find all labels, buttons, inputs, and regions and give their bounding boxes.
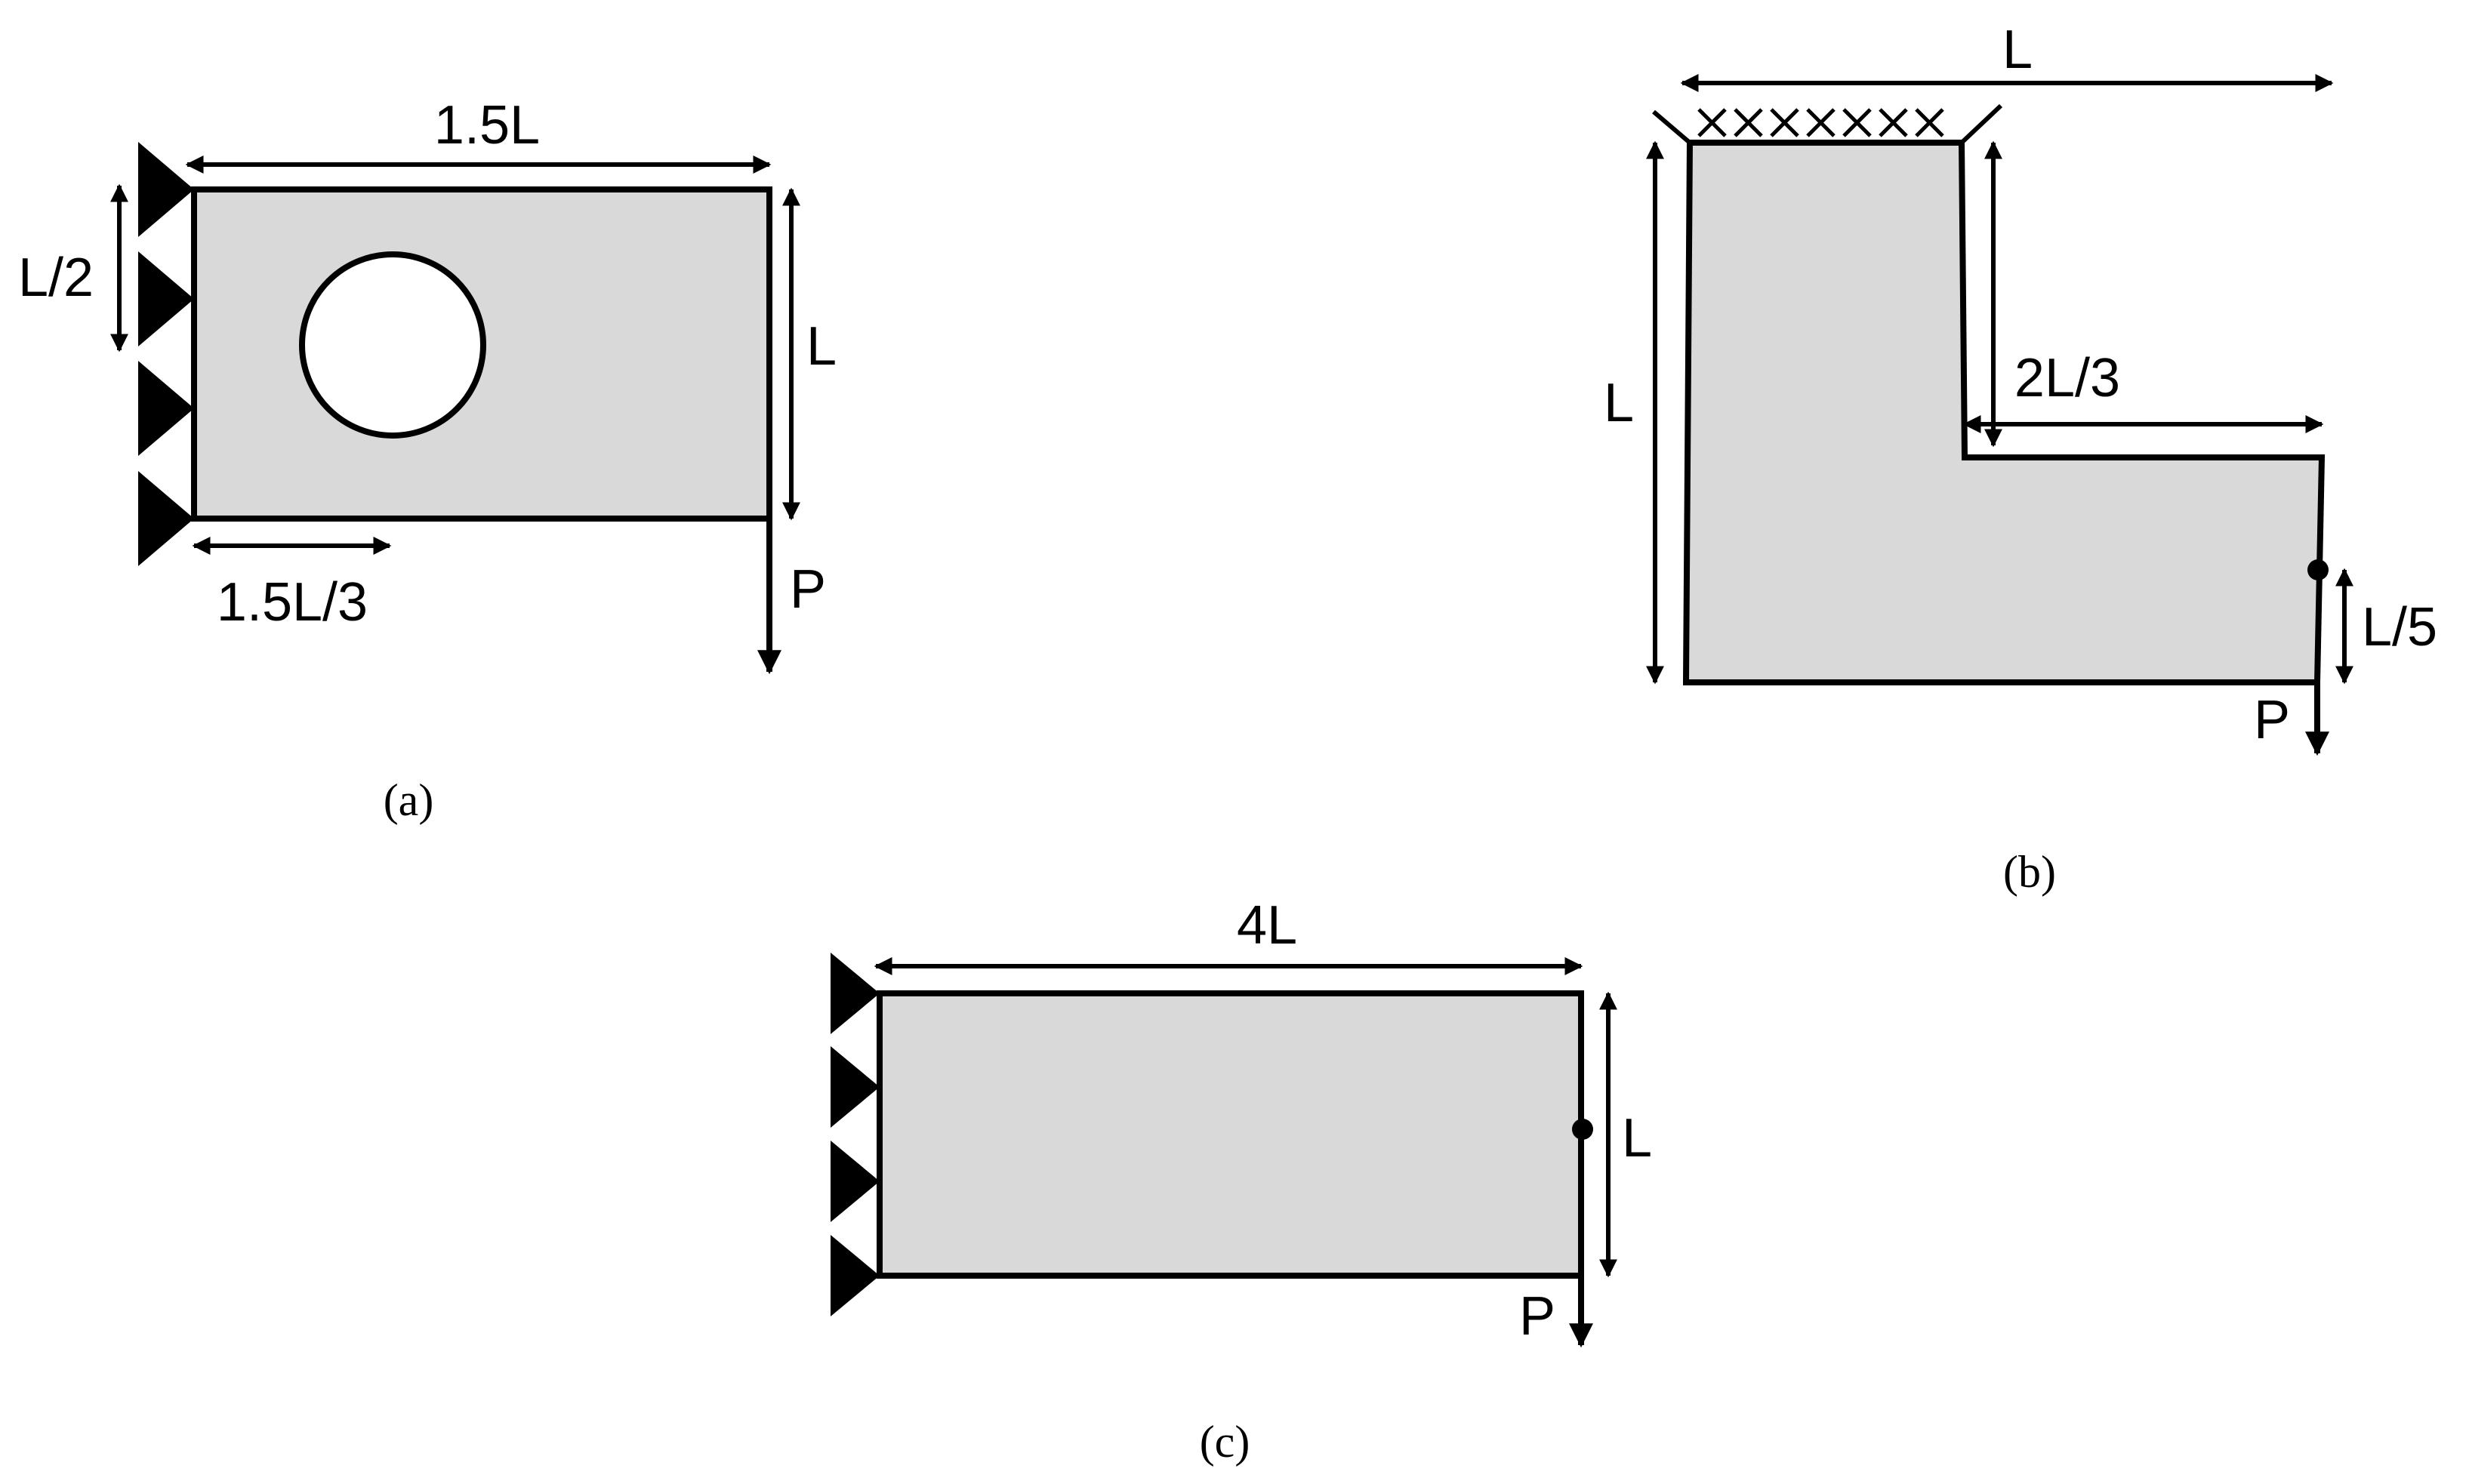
panel-b-height-label: L — [1604, 373, 1634, 433]
panel-c-width-label: 4L — [1237, 895, 1297, 956]
support-triangle-icon — [138, 361, 194, 456]
panel-a-hole-offset-label: 1.5L/3 — [217, 572, 368, 633]
panel-c-load-label: P — [1519, 1286, 1555, 1347]
panel-b-load-offset-label: L/5 — [2362, 597, 2437, 657]
panel-b-hatch-crosses — [1697, 108, 1944, 137]
panel-b-width-label: L — [2002, 20, 2033, 80]
panel-a-load-label: P — [790, 559, 826, 620]
hatch-line — [1652, 109, 1691, 145]
panel-a-height-label: L — [806, 316, 837, 377]
panel-b-clamped-edge — [1652, 103, 2003, 145]
panel-a-support-span-label: L/2 — [18, 248, 94, 308]
panel-c-fixed-supports — [831, 953, 880, 1316]
panel-b-load-point — [2307, 559, 2329, 580]
panel-c-load-point — [1572, 1119, 1593, 1140]
panel-a-caption: (a) — [384, 775, 434, 825]
support-triangle-icon — [138, 471, 194, 566]
panel-a-width-label: 1.5L — [434, 95, 540, 155]
panel-b-load-label: P — [2254, 690, 2290, 750]
panel-b-l-bracket — [1682, 140, 2326, 685]
hatch-line — [1959, 103, 2003, 145]
panel-a-fixed-supports — [138, 142, 194, 566]
support-triangle-icon — [138, 251, 194, 346]
support-triangle-icon — [831, 1141, 880, 1222]
panel-a: 1.5L L L/2 1.5L/3 P (a) — [18, 95, 837, 825]
panel-b: L L 2L/3 L/5 P (b) — [1604, 20, 2437, 897]
panel-c-height-label: L — [1622, 1108, 1652, 1168]
support-triangle-icon — [138, 142, 194, 237]
panel-b-caption: (b) — [2003, 847, 2056, 897]
support-triangle-icon — [831, 953, 880, 1034]
support-triangle-icon — [831, 1235, 880, 1316]
support-triangle-icon — [831, 1046, 880, 1128]
panel-b-notch-label: 2L/3 — [2014, 348, 2120, 408]
panel-c-caption: (c) — [1200, 1417, 1250, 1467]
panel-a-hole — [299, 251, 486, 439]
panel-c-beam — [877, 990, 1584, 1279]
panel-c: 4L L P (c) — [831, 895, 1652, 1467]
